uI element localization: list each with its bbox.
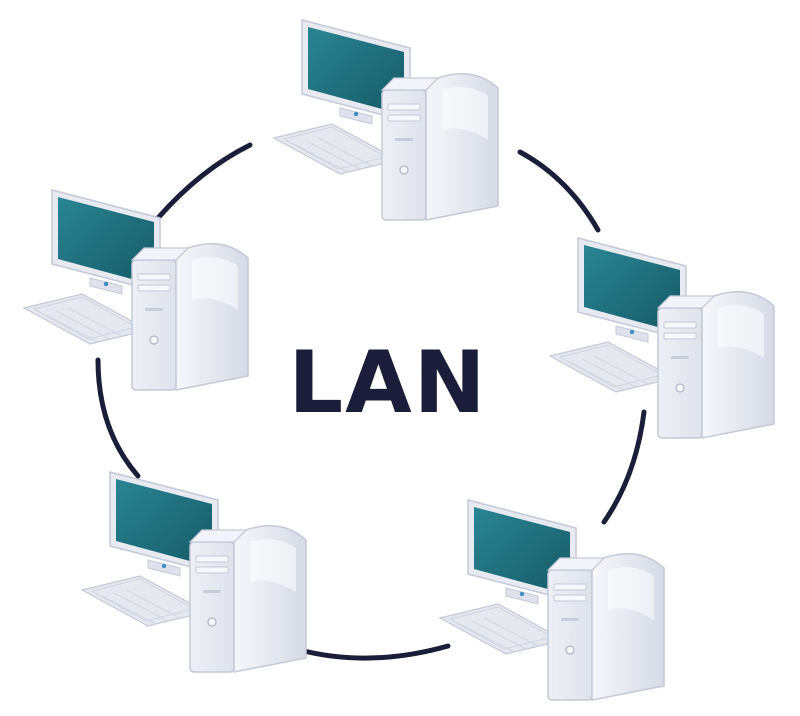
desktop-computer-icon bbox=[81, 471, 307, 673]
computer-upper-right bbox=[549, 237, 775, 439]
ring-arc-right bbox=[601, 409, 647, 525]
computer-upper-left bbox=[23, 189, 249, 391]
desktop-computer-icon bbox=[273, 19, 499, 221]
computer-lower-left bbox=[81, 471, 307, 673]
computer-top bbox=[273, 19, 499, 221]
ring-arc-bottom bbox=[297, 643, 451, 661]
desktop-computer-icon bbox=[439, 499, 665, 701]
ring-arc-left bbox=[95, 357, 141, 479]
ring-arc-top-right bbox=[517, 149, 601, 233]
ring-arc-top-left bbox=[155, 142, 253, 221]
computer-lower-right bbox=[439, 499, 665, 701]
ring-connection bbox=[95, 142, 647, 661]
desktop-computer-icon bbox=[23, 189, 249, 391]
center-label: LAN bbox=[288, 333, 487, 433]
desktop-computer-icon bbox=[549, 237, 775, 439]
